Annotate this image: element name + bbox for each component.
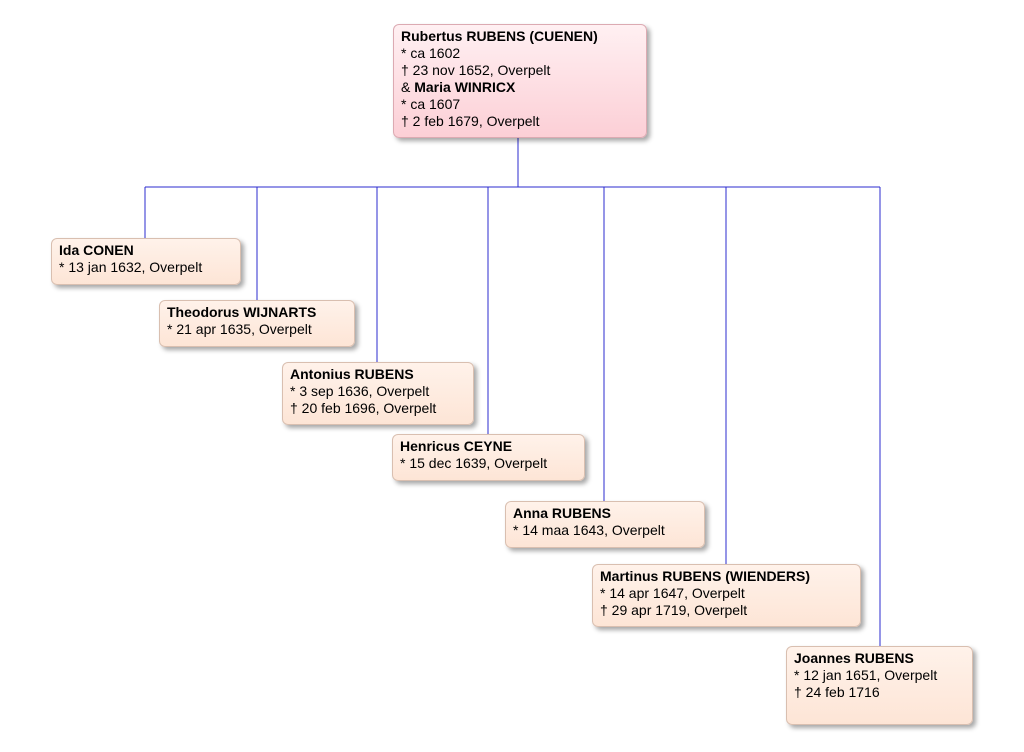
person-birth: * 14 maa 1643, Overpelt (513, 522, 665, 538)
person-card-martinus-rubens[interactable]: Martinus RUBENS (WIENDERS) * 14 apr 1647… (592, 564, 861, 627)
person-card-ida-conen[interactable]: Ida CONEN * 13 jan 1632, Overpelt (51, 238, 241, 285)
person-name: Rubertus RUBENS (CUENEN) (401, 28, 598, 44)
person-card-antonius-rubens[interactable]: Antonius RUBENS * 3 sep 1636, Overpelt †… (282, 362, 474, 425)
person-card-theodorus-wijnarts[interactable]: Theodorus WIJNARTS * 21 apr 1635, Overpe… (159, 300, 355, 347)
spouse-line: & Maria WINRICX (401, 79, 640, 96)
spouse-name: Maria WINRICX (414, 79, 516, 95)
person-name: Henricus CEYNE (400, 438, 513, 454)
person-death: † 29 apr 1719, Overpelt (600, 602, 748, 618)
person-name: Antonius RUBENS (290, 366, 414, 382)
person-name: Ida CONEN (59, 242, 134, 258)
person-card-rubertus-rubens[interactable]: Rubertus RUBENS (CUENEN) * ca 1602 † 23 … (393, 24, 647, 138)
person-death: † 24 feb 1716 (794, 684, 880, 700)
person-card-anna-rubens[interactable]: Anna RUBENS * 14 maa 1643, Overpelt (505, 501, 705, 548)
spouse-death: † 2 feb 1679, Overpelt (401, 113, 540, 129)
spouse-prefix: & (401, 79, 415, 95)
person-name: Joannes RUBENS (794, 650, 914, 666)
person-death: † 20 feb 1696, Overpelt (290, 400, 437, 416)
person-birth: * 21 apr 1635, Overpelt (167, 321, 312, 337)
person-name: Anna RUBENS (513, 505, 612, 521)
person-birth: * 12 jan 1651, Overpelt (794, 667, 938, 683)
person-card-joannes-rubens[interactable]: Joannes RUBENS * 12 jan 1651, Overpelt †… (786, 646, 973, 725)
spouse-birth: * ca 1607 (401, 96, 461, 112)
person-birth: * 15 dec 1639, Overpelt (400, 455, 548, 471)
person-birth: * 14 apr 1647, Overpelt (600, 585, 745, 601)
person-birth: * ca 1602 (401, 45, 461, 61)
person-name: Martinus RUBENS (WIENDERS) (600, 568, 811, 584)
person-birth: * 3 sep 1636, Overpelt (290, 383, 430, 399)
person-card-henricus-ceyne[interactable]: Henricus CEYNE * 15 dec 1639, Overpelt (392, 434, 585, 481)
person-birth: * 13 jan 1632, Overpelt (59, 259, 203, 275)
person-death: † 23 nov 1652, Overpelt (401, 62, 551, 78)
person-name: Theodorus WIJNARTS (167, 304, 317, 320)
